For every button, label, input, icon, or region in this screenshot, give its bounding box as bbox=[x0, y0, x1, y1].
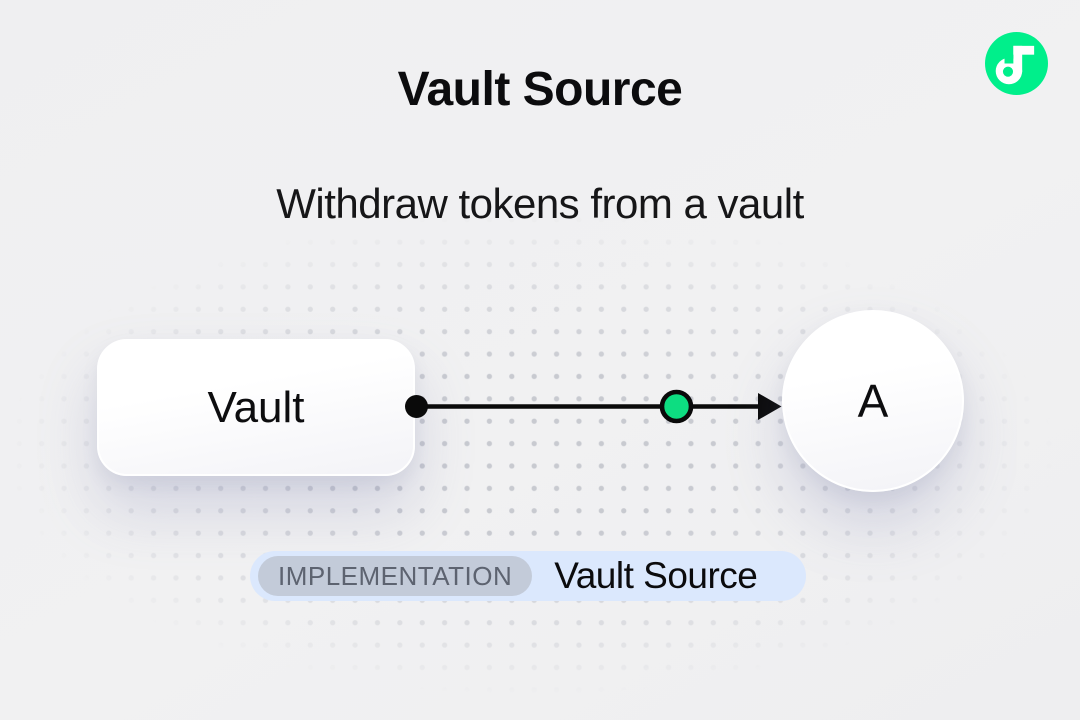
token-dot bbox=[659, 389, 694, 424]
implementation-badge: IMPLEMENTATION Vault Source bbox=[250, 551, 806, 601]
flow-logo-loop-hole bbox=[1002, 66, 1014, 77]
implementation-label: Vault Source bbox=[554, 555, 758, 596]
vault-node-label: Vault bbox=[207, 382, 305, 432]
implementation-tag: IMPLEMENTATION bbox=[258, 556, 533, 596]
arrowhead-icon bbox=[758, 393, 782, 420]
page-subtitle: Withdraw tokens from a vault bbox=[276, 180, 804, 227]
flow-logo-bar bbox=[1013, 45, 1035, 55]
flow-logo-notch bbox=[1004, 54, 1014, 64]
connector-start-dot bbox=[405, 395, 428, 418]
flow-logo bbox=[985, 32, 1048, 95]
recipient-node: A bbox=[782, 310, 964, 492]
recipient-node-label: A bbox=[857, 375, 889, 427]
connector-arrow bbox=[405, 389, 782, 424]
page-title: Vault Source bbox=[397, 63, 683, 116]
vault-node: Vault bbox=[97, 339, 415, 476]
flow-logo-stem bbox=[1013, 45, 1023, 73]
